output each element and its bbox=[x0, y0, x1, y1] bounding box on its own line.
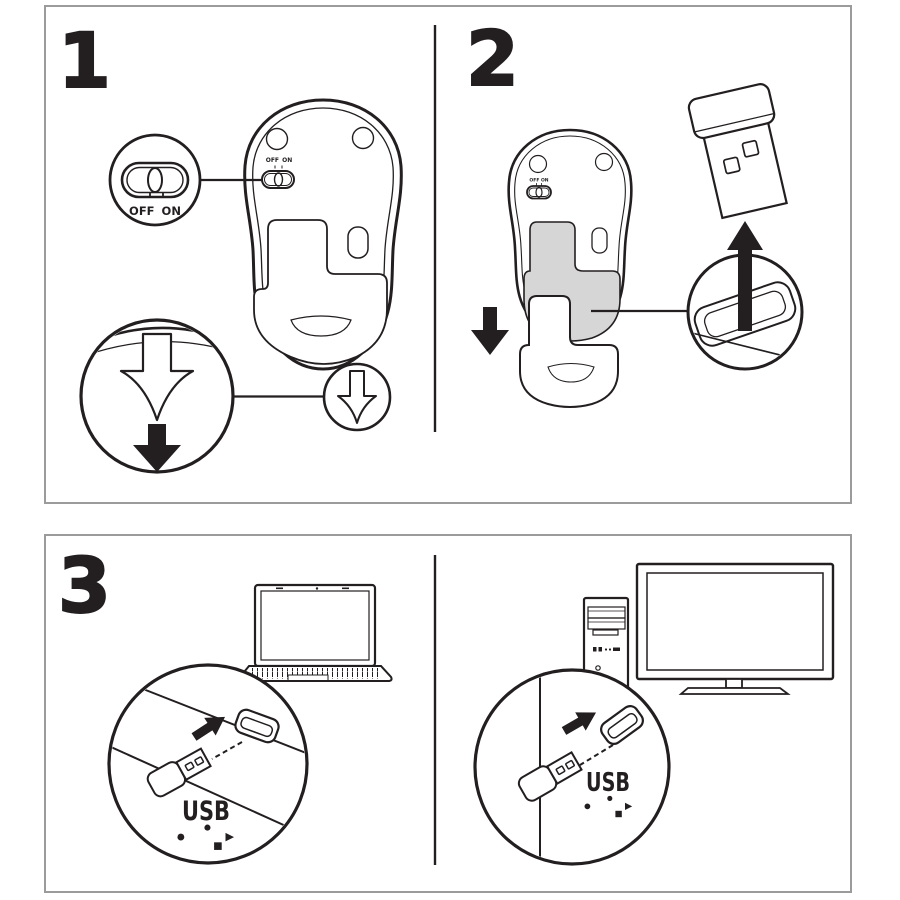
monitor-neck bbox=[725, 678, 743, 689]
mouse-power-switch-icon: OFF ON bbox=[526, 178, 552, 200]
down-arrow-icon bbox=[471, 307, 509, 355]
mouse-bottom-illustration bbox=[243, 98, 403, 371]
down-arrow-outline-icon bbox=[337, 370, 377, 424]
mouse-switch-label: OFF ON bbox=[529, 178, 548, 184]
mouse-foot-left bbox=[528, 154, 548, 174]
sensor-window bbox=[591, 227, 608, 254]
monitor-frame bbox=[635, 562, 835, 681]
mouse-switch-label: OFF ON bbox=[266, 157, 293, 164]
trackpad bbox=[287, 674, 329, 681]
step-2: 2 OFF ON bbox=[465, 13, 804, 408]
door-recess bbox=[290, 315, 352, 337]
step-3: 3 USB bbox=[57, 540, 835, 866]
battery-door bbox=[253, 219, 388, 365]
switch-zoom-circle: OFF ON bbox=[108, 133, 202, 227]
monitor-screen bbox=[646, 572, 824, 671]
down-arrow-outline-icon bbox=[119, 332, 195, 422]
eject-tray bbox=[592, 629, 619, 636]
step-1: 1 OFF ON bbox=[57, 15, 403, 474]
bezel-mark bbox=[276, 587, 283, 590]
mouse-power-switch-icon: OFF ON bbox=[261, 157, 295, 189]
step-1-number: 1 bbox=[58, 16, 111, 105]
desktop-usb-zoom-circle: USB bbox=[473, 668, 671, 866]
mouse-foot-right bbox=[351, 126, 375, 150]
drive-bay bbox=[587, 617, 626, 630]
laptop-illustration bbox=[238, 583, 393, 682]
monitor-illustration bbox=[635, 562, 835, 695]
webcam-dot bbox=[315, 587, 319, 590]
monitor-base bbox=[678, 687, 791, 695]
battery-door-removed bbox=[519, 295, 619, 408]
switch-zoom-label: OFF ON bbox=[129, 204, 181, 218]
laptop-usb-zoom-circle: USB bbox=[107, 663, 309, 865]
door-release-zoom-circle bbox=[79, 318, 235, 474]
bezel-mark bbox=[342, 587, 349, 590]
drive-bay-lines bbox=[588, 610, 625, 623]
usb-receiver-icon bbox=[687, 83, 788, 220]
mouse-foot-left bbox=[265, 127, 289, 151]
door-recess bbox=[547, 362, 595, 383]
laptop-screen-inner bbox=[260, 590, 370, 661]
front-ports bbox=[593, 647, 620, 652]
power-button bbox=[595, 665, 601, 671]
laptop-screen bbox=[253, 583, 377, 668]
insert-guide-dashed-line bbox=[211, 741, 243, 760]
down-arrow-icon bbox=[133, 424, 181, 472]
switch-tick-marks bbox=[149, 193, 164, 198]
step-3-number: 3 bbox=[58, 541, 111, 630]
keyboard-keys bbox=[252, 668, 378, 679]
step-2-number: 2 bbox=[466, 14, 519, 103]
usb-label: USB bbox=[586, 768, 630, 798]
switch-tick-marks bbox=[274, 165, 283, 169]
receiver-bay-zoom-circle bbox=[686, 221, 804, 371]
mouse-foot-right bbox=[594, 152, 614, 172]
insert-guide-dashed-line bbox=[579, 744, 614, 766]
sensor-window bbox=[347, 226, 369, 259]
usb-label: USB bbox=[182, 796, 230, 827]
mouse-bottom-open-illustration: OFF ON bbox=[507, 128, 633, 408]
power-switch-icon bbox=[120, 161, 190, 199]
up-arrow-icon bbox=[727, 221, 763, 331]
door-release-small-circle bbox=[322, 362, 392, 432]
